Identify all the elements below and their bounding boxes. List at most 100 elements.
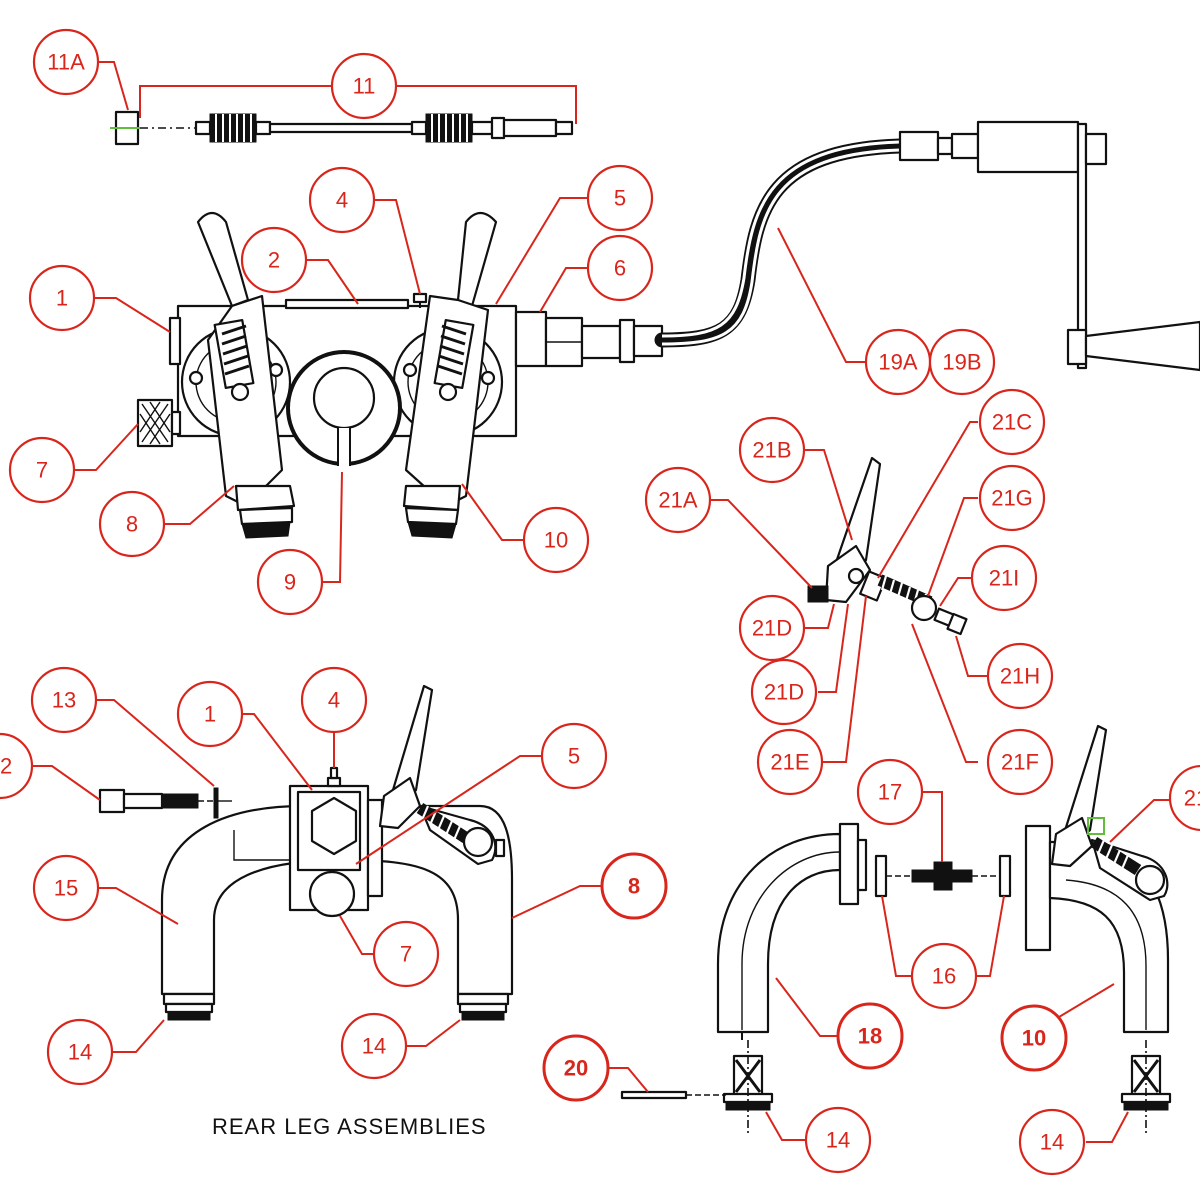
callout-21d-2: 21D — [750, 658, 818, 726]
svg-text:21: 21 — [1184, 786, 1200, 811]
svg-text:8: 8 — [628, 874, 640, 899]
svg-text:18: 18 — [858, 1024, 882, 1049]
callout-12: 12 — [0, 732, 34, 800]
callout-20: 20 — [542, 1034, 610, 1102]
callout-7: 7 — [8, 436, 76, 504]
svg-text:21D: 21D — [764, 680, 804, 705]
arc-leg-18 — [716, 832, 842, 1034]
svg-text:10: 10 — [544, 528, 568, 553]
bolt-12-head — [98, 788, 126, 814]
knob-7 — [308, 870, 356, 918]
hose-assembly — [654, 120, 1200, 372]
foot-right — [456, 992, 510, 1021]
svg-text:9: 9 — [284, 570, 296, 595]
svg-text:21G: 21G — [991, 486, 1033, 511]
svg-text:21A: 21A — [658, 488, 697, 513]
callout-6: 6 — [586, 234, 654, 302]
spring-17 — [933, 861, 953, 891]
svg-text:7: 7 — [36, 458, 48, 483]
set-screw-21a — [807, 585, 829, 603]
callout-rear-5: 5 — [540, 722, 608, 790]
svg-text:13: 13 — [52, 688, 76, 713]
svg-text:17: 17 — [878, 780, 902, 805]
rear-leg-assembly-right — [620, 724, 1172, 1136]
callout-14-d: 14 — [1018, 1108, 1086, 1176]
flange-right — [1024, 824, 1052, 952]
left-handle — [196, 211, 296, 539]
svg-text:19A: 19A — [878, 350, 917, 375]
svg-text:1: 1 — [56, 286, 68, 311]
svg-text:14: 14 — [362, 1034, 386, 1059]
svg-text:10: 10 — [1022, 1026, 1046, 1051]
svg-text:4: 4 — [328, 688, 340, 713]
svg-text:21F: 21F — [1001, 750, 1039, 775]
crank-housing — [976, 120, 1080, 174]
hex-nut — [310, 796, 358, 856]
highlight-marker — [1087, 817, 1105, 835]
svg-text:21D: 21D — [752, 616, 792, 641]
callout-11: 11 — [330, 52, 398, 120]
lever-detail-21 — [807, 456, 968, 636]
callout-21d-1: 21D — [738, 594, 806, 662]
svg-text:5: 5 — [614, 186, 626, 211]
svg-text:5: 5 — [568, 744, 580, 769]
svg-text:21B: 21B — [752, 438, 791, 463]
callout-rear-4: 4 — [300, 666, 368, 734]
washer-13 — [213, 787, 219, 819]
svg-text:14: 14 — [1040, 1130, 1064, 1155]
callout-5: 5 — [586, 164, 654, 232]
svg-text:4: 4 — [336, 188, 348, 213]
callout-14-c: 14 — [804, 1106, 872, 1174]
callout-16: 16 — [910, 942, 978, 1010]
crank-arm — [1076, 122, 1088, 370]
svg-text:6: 6 — [614, 256, 626, 281]
svg-text:21E: 21E — [770, 750, 809, 775]
callouts: 11A 11 1 2 4 5 6 7 8 9 10 19A 19B 21A 21… — [0, 28, 1200, 1176]
right-handle — [402, 211, 498, 539]
callout-1: 1 — [28, 264, 96, 332]
callout-21a: 21A — [644, 466, 712, 534]
caption-rear-leg-assemblies: REAR LEG ASSEMBLIES — [212, 1114, 487, 1139]
callout-19a: 19A — [864, 328, 932, 396]
svg-text:21C: 21C — [992, 410, 1032, 435]
svg-text:14: 14 — [826, 1128, 850, 1153]
leader-lines — [32, 61, 1170, 1143]
swivel-foot-left — [722, 1040, 774, 1136]
cable-assembly — [110, 85, 577, 146]
callout-21e: 21E — [756, 728, 824, 796]
callout-14-b: 14 — [340, 1012, 408, 1080]
svg-text:7: 7 — [400, 942, 412, 967]
svg-text:21I: 21I — [989, 566, 1020, 591]
svg-text:20: 20 — [564, 1056, 588, 1081]
callout-15: 15 — [32, 854, 100, 922]
callout-18: 18 — [836, 1002, 904, 1070]
head-block-assembly — [136, 211, 664, 539]
callout-14-a: 14 — [46, 1018, 114, 1086]
svg-text:19B: 19B — [942, 350, 981, 375]
callout-21-partial: 21 — [1168, 764, 1200, 832]
callout-11a: 11A — [32, 28, 100, 96]
cable-spring-right — [425, 113, 473, 143]
callout-rear-1: 1 — [176, 680, 244, 748]
callout-21b: 21B — [738, 416, 806, 484]
grease-fitting — [412, 292, 428, 304]
callout-17: 17 — [856, 758, 924, 826]
svg-text:21H: 21H — [1000, 664, 1040, 689]
spacer-16-right — [998, 854, 1012, 898]
svg-text:11A: 11A — [47, 50, 85, 75]
swivel-foot-right — [1120, 1040, 1172, 1136]
rear-leg-assembly-left — [98, 684, 514, 1021]
hose — [654, 138, 908, 348]
flange-left — [838, 822, 860, 906]
spacer-16-left — [874, 854, 888, 898]
svg-text:15: 15 — [54, 876, 78, 901]
callout-9: 9 — [256, 548, 324, 616]
callout-rear-8: 8 — [600, 852, 668, 920]
svg-text:1: 1 — [204, 702, 216, 727]
fitting-5 — [514, 310, 548, 368]
callout-10: 10 — [522, 506, 590, 574]
callout-8: 8 — [98, 490, 166, 558]
callout-21h: 21H — [986, 642, 1054, 710]
